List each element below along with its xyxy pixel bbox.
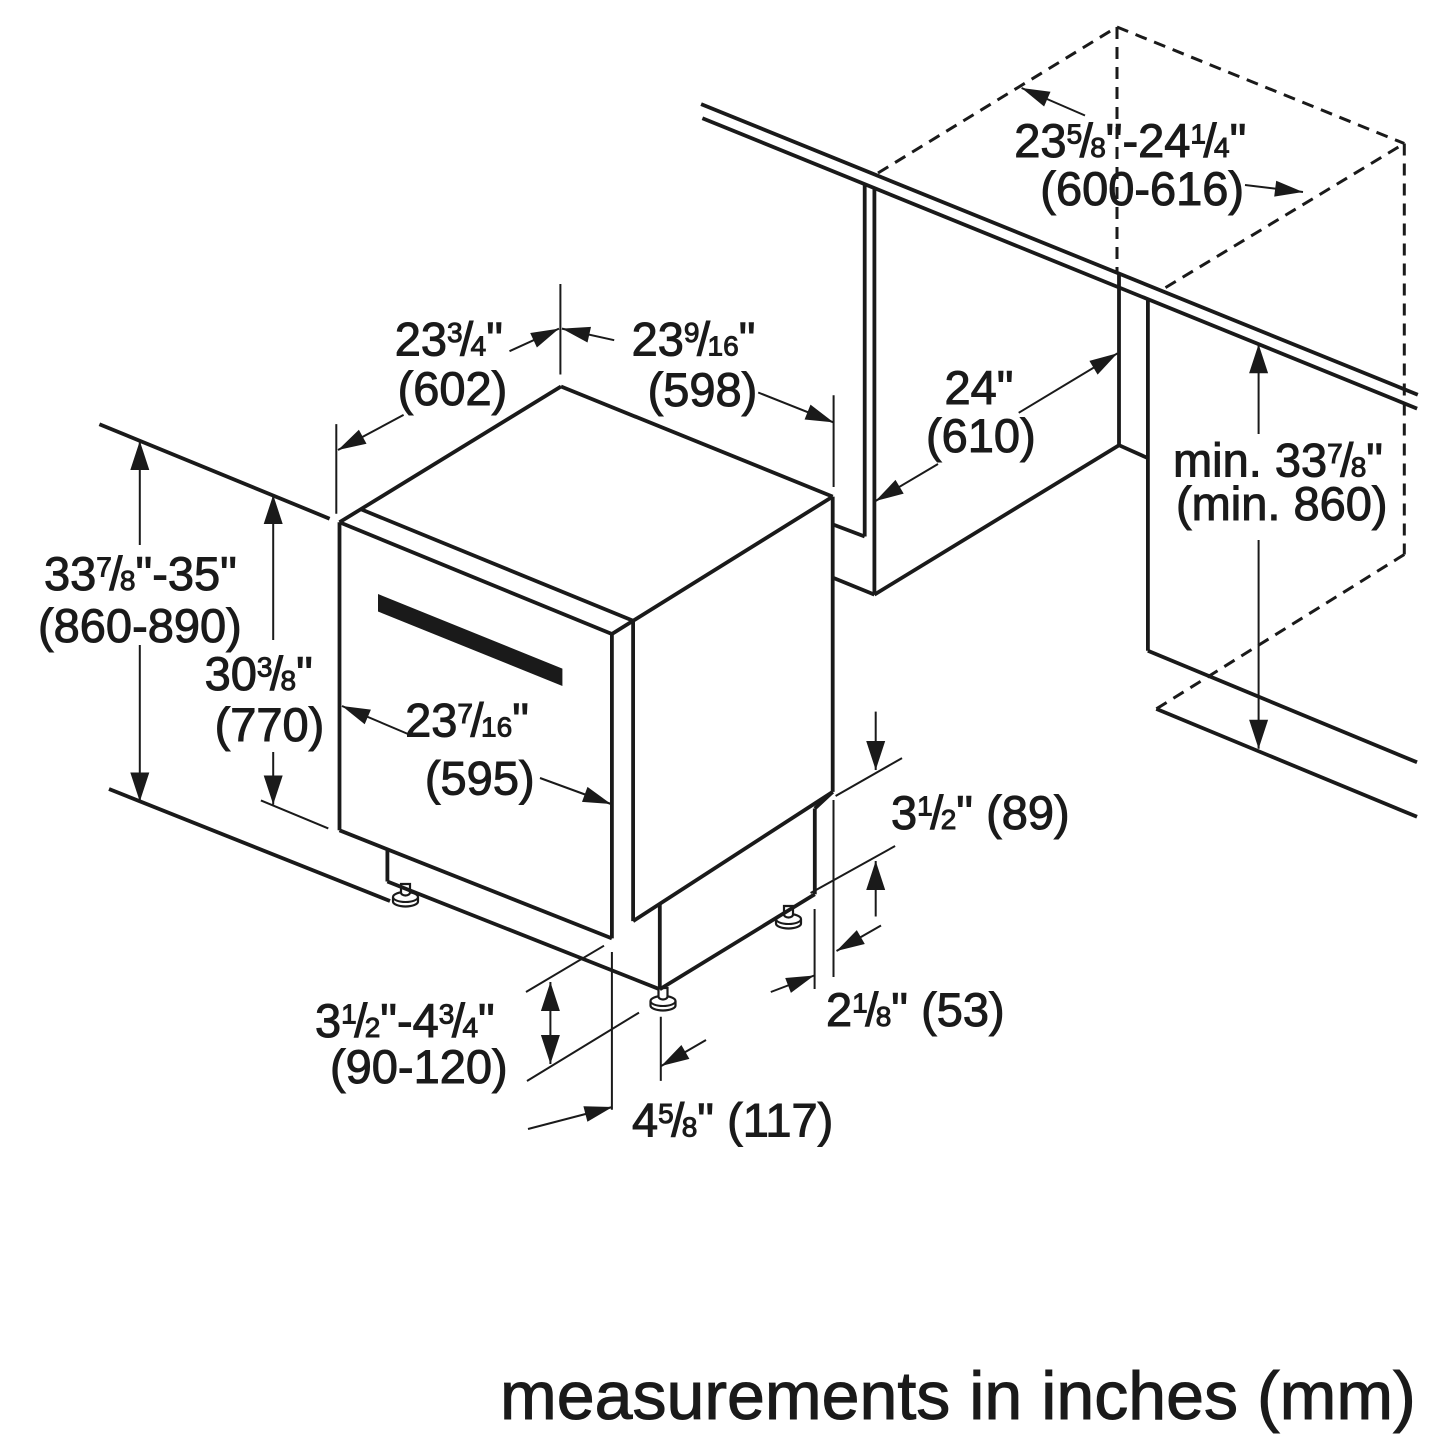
svg-text:(89): (89) — [986, 786, 1070, 839]
svg-text:(min. 860): (min. 860) — [1176, 477, 1388, 530]
svg-text:": " — [296, 647, 313, 700]
svg-text:": " — [956, 786, 973, 839]
svg-text:/: / — [452, 994, 466, 1047]
svg-text:(602): (602) — [398, 362, 508, 415]
svg-text:/: / — [1080, 114, 1094, 167]
svg-text:1: 1 — [917, 791, 933, 822]
svg-text:/: / — [1340, 433, 1354, 486]
svg-text:/: / — [270, 647, 284, 700]
svg-text:": " — [220, 547, 237, 600]
svg-text:": " — [697, 1094, 714, 1147]
svg-text:4: 4 — [471, 331, 487, 362]
svg-text:1: 1 — [1190, 119, 1206, 150]
svg-text:": " — [486, 313, 503, 366]
svg-text:23: 23 — [395, 313, 447, 366]
svg-text:": " — [1230, 114, 1247, 167]
svg-text:/: / — [109, 547, 123, 600]
svg-text:": " — [380, 994, 397, 1047]
svg-text:3: 3 — [447, 317, 463, 348]
svg-text:8: 8 — [120, 565, 136, 596]
svg-text:7: 7 — [457, 698, 473, 729]
svg-text:23: 23 — [1014, 114, 1066, 167]
svg-text:(860-890): (860-890) — [38, 599, 242, 652]
svg-text:": " — [478, 994, 495, 1047]
svg-text:5: 5 — [1067, 119, 1083, 150]
svg-text:7: 7 — [96, 552, 112, 583]
svg-text:8: 8 — [876, 1001, 892, 1032]
svg-text:7: 7 — [1327, 438, 1343, 469]
svg-text:9: 9 — [684, 317, 700, 348]
svg-text:/: / — [697, 313, 711, 366]
svg-text:measurements in inches (mm): measurements in inches (mm) — [500, 1358, 1416, 1434]
svg-text:8: 8 — [1351, 451, 1367, 482]
svg-text:3: 3 — [891, 786, 917, 839]
svg-text:": " — [136, 547, 153, 600]
svg-text:8: 8 — [682, 1112, 698, 1143]
svg-text:3: 3 — [315, 994, 341, 1047]
svg-text:8: 8 — [1090, 132, 1106, 163]
svg-text:16: 16 — [481, 712, 512, 743]
svg-text:23: 23 — [632, 313, 684, 366]
svg-text:/: / — [354, 994, 368, 1047]
svg-text:(610): (610) — [926, 409, 1036, 462]
svg-text:3: 3 — [257, 652, 273, 683]
svg-text:5: 5 — [658, 1098, 674, 1129]
svg-text:3: 3 — [439, 999, 455, 1030]
svg-text:2: 2 — [941, 804, 957, 835]
svg-text:": " — [1366, 433, 1383, 486]
svg-text:": " — [1106, 114, 1123, 167]
svg-text:16: 16 — [708, 331, 739, 362]
svg-text:4: 4 — [1214, 132, 1230, 163]
svg-text:-24: -24 — [1123, 114, 1191, 167]
svg-text:24": 24" — [945, 361, 1014, 414]
svg-text:4: 4 — [463, 1012, 479, 1043]
svg-text:/: / — [460, 313, 474, 366]
svg-text:23: 23 — [405, 694, 457, 747]
svg-text:-4: -4 — [397, 994, 439, 1047]
svg-text:-35: -35 — [152, 547, 220, 600]
svg-text:(90-120): (90-120) — [330, 1040, 508, 1093]
svg-text:(770): (770) — [215, 698, 325, 751]
svg-text:1: 1 — [852, 987, 868, 1018]
svg-text:1: 1 — [341, 999, 357, 1030]
svg-text:min. 33: min. 33 — [1173, 433, 1327, 486]
svg-text:/: / — [865, 983, 879, 1036]
svg-text:30: 30 — [205, 647, 257, 700]
svg-text:/: / — [1204, 114, 1218, 167]
svg-text:2: 2 — [826, 983, 852, 1036]
svg-text:(53): (53) — [921, 983, 1005, 1036]
svg-text:(117): (117) — [727, 1094, 833, 1147]
svg-text:/: / — [930, 786, 944, 839]
svg-text:33: 33 — [44, 547, 96, 600]
svg-text:": " — [891, 983, 908, 1036]
svg-text:(598): (598) — [648, 363, 758, 416]
svg-text:/: / — [671, 1094, 685, 1147]
svg-text:8: 8 — [281, 665, 297, 696]
svg-text:": " — [512, 694, 529, 747]
svg-text:2: 2 — [365, 1012, 381, 1043]
svg-text:4: 4 — [632, 1094, 658, 1147]
svg-text:/: / — [471, 694, 485, 747]
svg-text:(595): (595) — [425, 752, 535, 805]
svg-text:": " — [739, 313, 756, 366]
svg-text:(600-616): (600-616) — [1040, 162, 1244, 215]
